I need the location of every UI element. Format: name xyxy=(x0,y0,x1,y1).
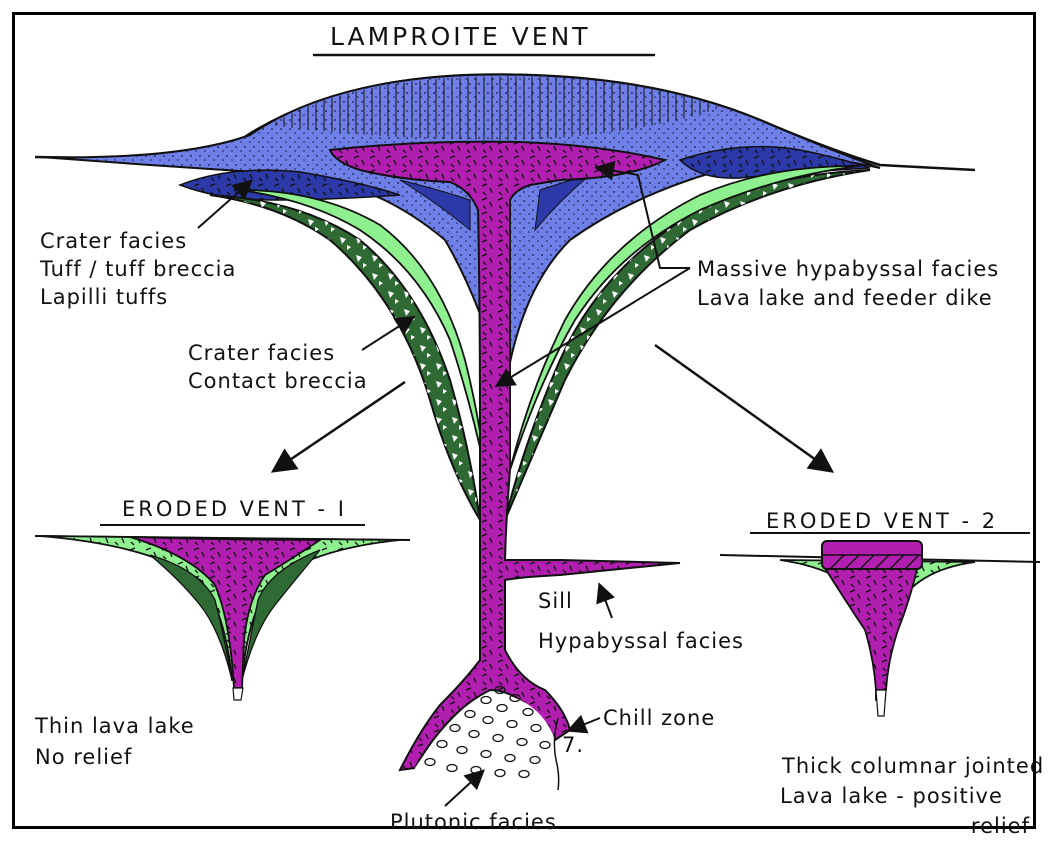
label-plutonic-facies: Plutonic facies xyxy=(390,810,557,834)
eroded-vent-1-note-1: Thin lava lake xyxy=(34,714,195,738)
eroded-vent-2-note-3: relief xyxy=(971,814,1030,838)
eroded-vent-2-note-2: Lava lake - positive xyxy=(780,784,1003,808)
arrow-to-eroded-vent-2 xyxy=(655,345,830,470)
eroded-vent-2: ERODED VENT - 2 Thick columnar jointed L… xyxy=(720,509,1044,838)
label-lapilli-tuffs: Lapilli tuffs xyxy=(40,285,168,309)
label-contact-breccia: Contact breccia xyxy=(188,369,368,393)
label-lava-lake-feeder: Lava lake and feeder dike xyxy=(697,286,993,310)
label-crater-facies-contact: Crater facies xyxy=(188,341,335,365)
arrow-to-eroded-vent-1 xyxy=(275,382,405,470)
label-sill: Sill xyxy=(538,589,573,613)
label-crater-facies-tuff: Crater facies xyxy=(40,229,187,253)
eroded-vent-1-title: ERODED VENT - I xyxy=(122,497,347,521)
chill-zone-mark: 7. xyxy=(562,733,584,757)
eroded-vent-1-note-2: No relief xyxy=(35,745,132,769)
eroded-vent-2-note-1: Thick columnar jointed xyxy=(781,754,1044,778)
eroded-vent-2-title: ERODED VENT - 2 xyxy=(766,509,998,533)
diagram-title: LAMPROITE VENT xyxy=(330,22,591,51)
label-massive-hypabyssal: Massive hypabyssal facies xyxy=(697,257,999,281)
label-tuff-breccia: Tuff / tuff breccia xyxy=(39,257,236,281)
arrow-chill-zone xyxy=(570,718,600,730)
label-chill-zone: Chill zone xyxy=(603,706,715,730)
arrow-sill xyxy=(600,586,612,618)
label-sill-hypabyssal: Hypabyssal facies xyxy=(538,629,744,653)
main-vent: 7. xyxy=(35,75,975,790)
eroded-vent-1: ERODED VENT - I Thin lava lake No relief xyxy=(34,497,410,769)
